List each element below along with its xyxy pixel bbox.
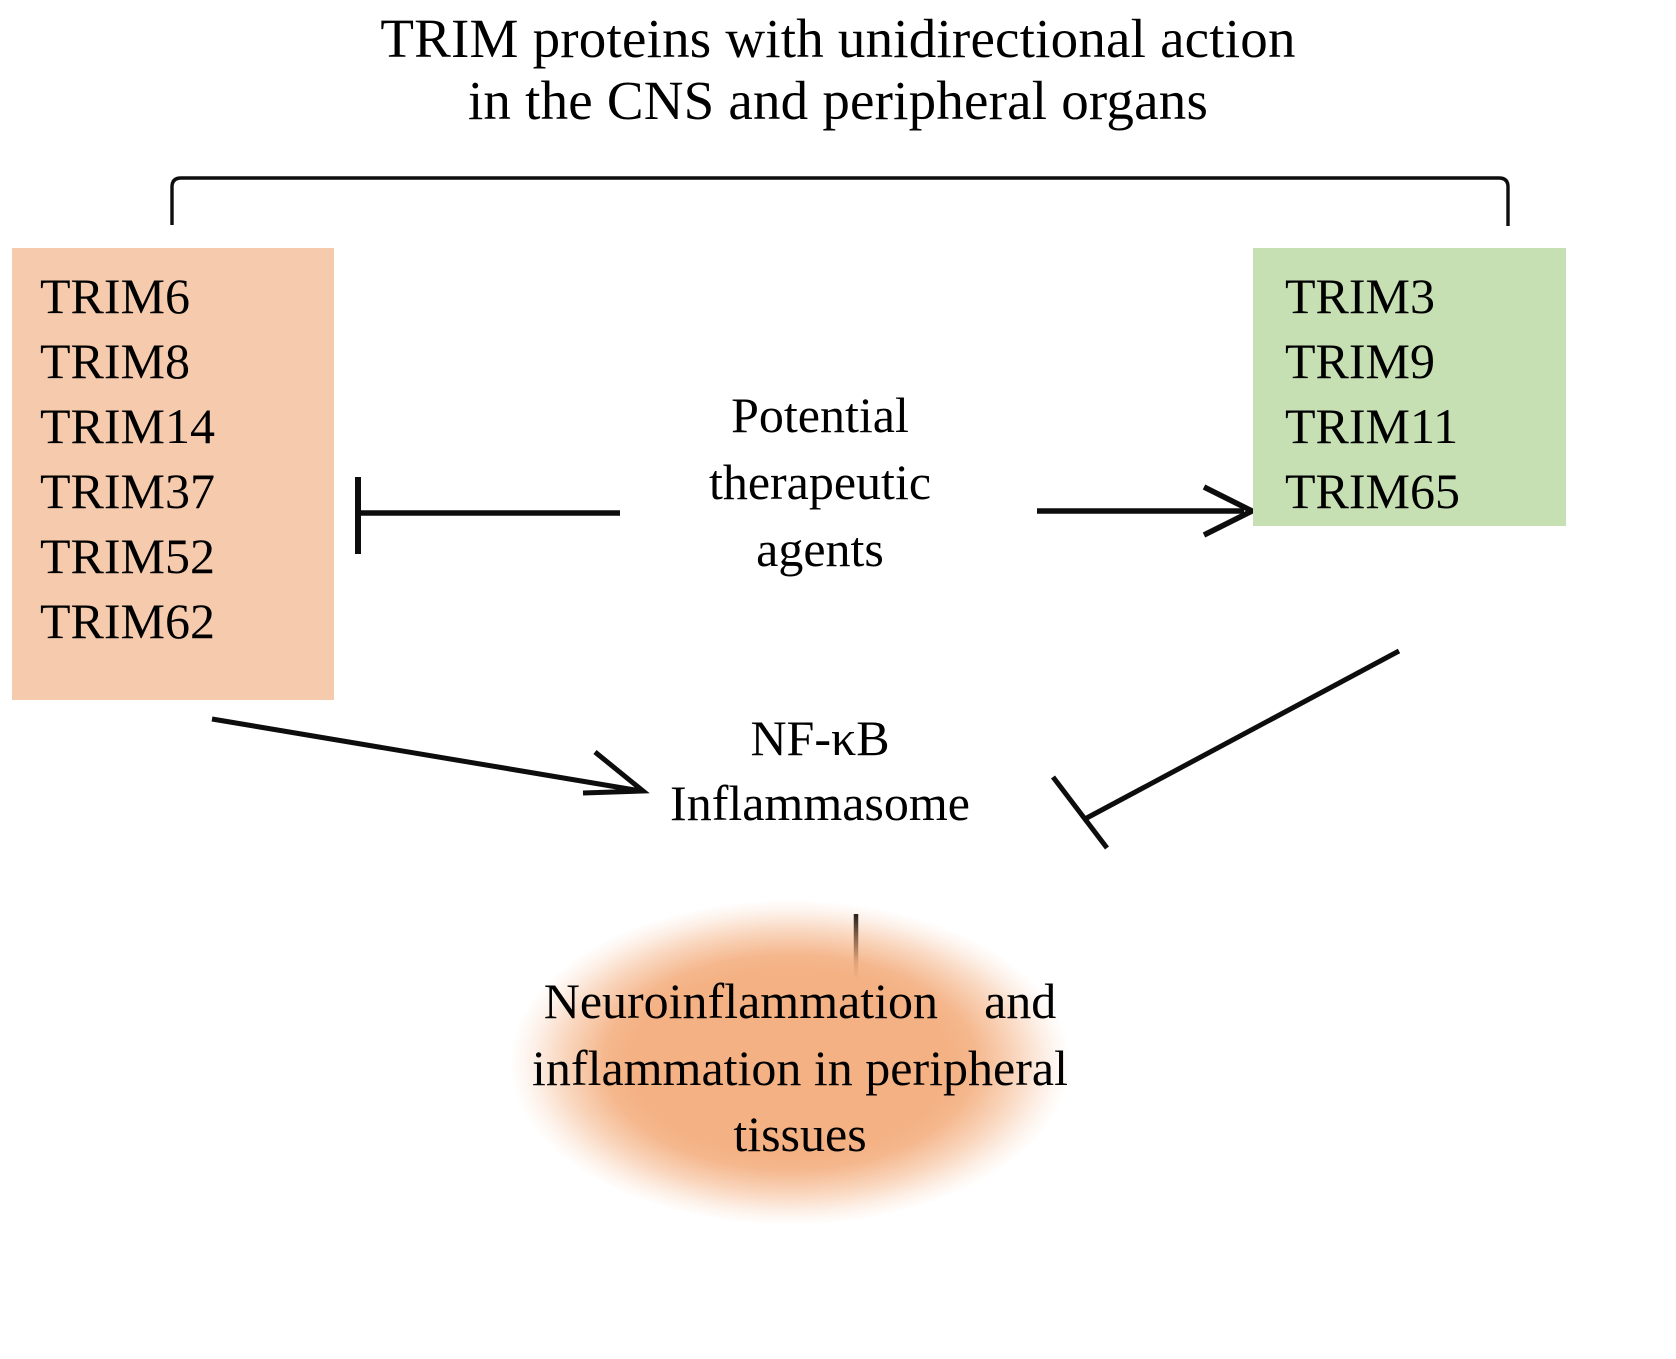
diagram-title: TRIM proteins with unidirectional action…	[0, 8, 1676, 131]
nfkb-label-line-2: Inflammasome	[670, 775, 970, 831]
nfkb-inflammasome-node: NF-κB Inflammasome	[600, 706, 1040, 836]
potential-therapeutic-agents-label: Potential therapeutic agents	[625, 382, 1015, 583]
outcome-label: Neuroinflammation and inflammation in per…	[440, 968, 1160, 1168]
trim-list-item: TRIM65	[1285, 463, 1460, 519]
connector-agents-activate-right-arrowhead	[1202, 484, 1259, 538]
nfkb-label-line-1: NF-κB	[750, 710, 890, 766]
trim-list-item: TRIM11	[1285, 398, 1459, 454]
title-scope-bracket	[170, 176, 1510, 226]
central-label-line-3: agents	[756, 521, 884, 577]
diagram-title-line-2: in the CNS and peripheral organs	[467, 69, 1209, 131]
outcome-label-line-1a: Neuroinflammation	[543, 973, 939, 1029]
outcome-label-line-1b: and	[984, 973, 1057, 1029]
trim-list-item: TRIM8	[40, 333, 190, 389]
outcome-ellipse-shape	[510, 900, 1070, 1225]
outcome-label-line-3: tissues	[733, 1106, 867, 1162]
outcome-label-line-2: inflammation in peripheral	[532, 1039, 1068, 1096]
trim-list-item: TRIM6	[40, 268, 190, 324]
diagram-title-line-1: TRIM proteins with unidirectional action	[380, 8, 1296, 69]
central-label-line-1: Potential	[731, 387, 909, 443]
trim-list-item: TRIM14	[40, 398, 215, 454]
inhibiting-trim-protein-box[interactable]: TRIM3 TRIM9 TRIM11 TRIM65	[1253, 248, 1566, 526]
connector-left-activates-nfkb-line	[211, 716, 642, 794]
central-label-line-2: therapeutic	[708, 454, 932, 510]
trim-list-item: TRIM9	[1285, 333, 1435, 389]
outcome-label-line-1: Neuroinflammation and	[440, 968, 1160, 1035]
trim-list-item: TRIM62	[40, 593, 215, 649]
connector-right-inhibits-nfkb-bar	[1051, 775, 1109, 850]
trim-list-item: TRIM37	[40, 463, 215, 519]
trim-list-item: TRIM52	[40, 528, 215, 584]
promoting-trim-protein-box[interactable]: TRIM6 TRIM8 TRIM14 TRIM37 TRIM52 TRIM62	[12, 248, 334, 700]
trim-list-item: TRIM3	[1285, 268, 1435, 324]
connector-right-inhibits-nfkb-line	[1081, 648, 1401, 823]
